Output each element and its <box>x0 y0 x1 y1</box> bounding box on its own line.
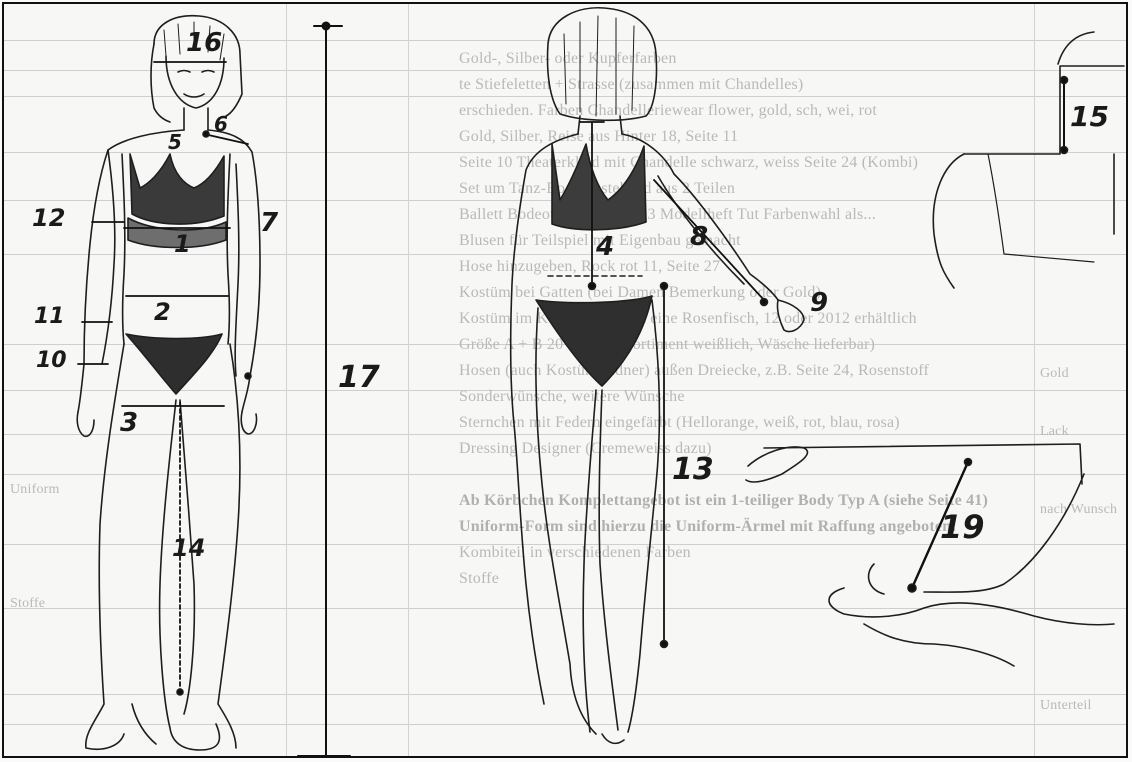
front-wrist-dot <box>245 373 251 379</box>
label-1: 1 <box>174 230 191 258</box>
front-figure <box>77 16 260 750</box>
back-ankle-dot <box>661 641 668 648</box>
label-10: 10 <box>36 348 67 373</box>
back-hip-dot <box>661 283 668 290</box>
label-14: 14 <box>172 534 205 562</box>
label-19: 19 <box>940 508 985 546</box>
label-17: 17 <box>338 360 380 395</box>
body-measurement-sketch <box>4 4 1128 758</box>
label-11: 11 <box>34 304 65 329</box>
label-7: 7 <box>260 208 278 238</box>
label-13: 13 <box>672 452 714 487</box>
front-shoulder-dot <box>203 131 209 137</box>
back-wrist-dot <box>761 299 768 306</box>
front-ankle-dot <box>177 689 183 695</box>
label-5: 5 <box>168 130 182 154</box>
label-3: 3 <box>120 408 138 438</box>
detail-15 <box>933 32 1124 288</box>
detail-19 <box>746 444 1114 666</box>
label-9: 9 <box>810 288 828 318</box>
label-2: 2 <box>154 298 171 326</box>
back-waist-dot <box>589 283 596 290</box>
label-4: 4 <box>596 232 614 262</box>
label-12: 12 <box>32 204 65 232</box>
label-8: 8 <box>690 222 708 252</box>
label-15: 15 <box>1070 100 1109 133</box>
label-6: 6 <box>214 112 228 136</box>
label-16: 16 <box>186 28 222 58</box>
back-figure <box>511 8 804 744</box>
